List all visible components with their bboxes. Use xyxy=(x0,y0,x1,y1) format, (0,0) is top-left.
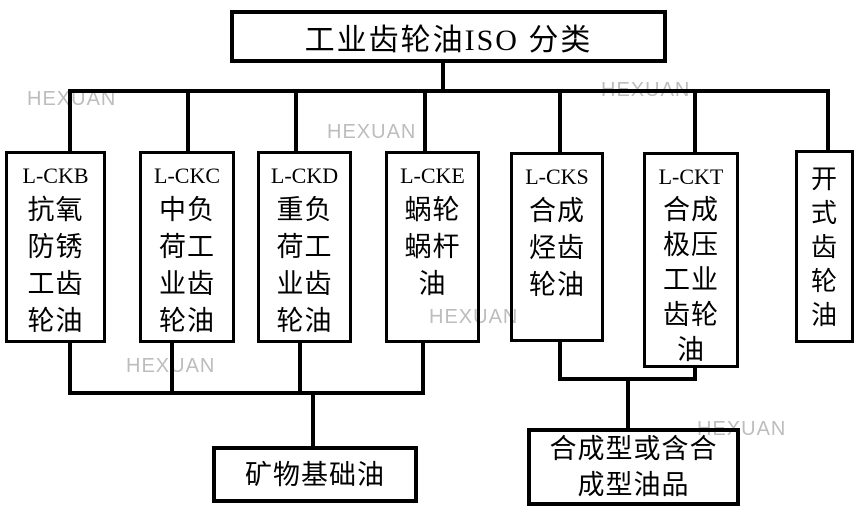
connector-lckc-down xyxy=(170,342,174,395)
node-l-ckb-line: 抗氧 xyxy=(27,195,84,225)
connector-lckb-down xyxy=(68,342,72,395)
connector-mineral-bus xyxy=(68,391,425,395)
node-l-ckt-line: 齿轮 xyxy=(663,300,719,330)
node-l-ckt-line: 合成 xyxy=(663,195,719,225)
connector-drop-lcke xyxy=(423,89,427,153)
connector-lcke-down xyxy=(421,342,425,395)
node-l-cks-line: 合成 xyxy=(529,196,585,226)
node-l-ckt-line: 工业 xyxy=(663,265,719,295)
node-synthetic-oil-label-line2: 成型油品 xyxy=(577,470,690,500)
node-open-gear-oil-line: 开 xyxy=(810,165,838,194)
node-l-ckt-line: 极压 xyxy=(663,230,719,260)
connector-lckt-down xyxy=(693,368,697,381)
node-l-cke-line: 油 xyxy=(418,269,447,299)
watermark: HEXUAN xyxy=(327,121,417,143)
connector-lckd-down xyxy=(298,342,302,395)
node-l-cke: L-CKE 蜗轮 蜗杆 油 xyxy=(385,151,480,343)
node-l-ckb-line: 防锈 xyxy=(27,232,84,262)
node-l-cks-code: L-CKS xyxy=(525,164,589,189)
node-open-gear-oil: 开 式 齿 轮 油 xyxy=(795,150,854,343)
node-l-cks-line: 烃齿 xyxy=(529,233,585,263)
connector-top-bus xyxy=(68,89,830,93)
node-l-cke-code: L-CKE xyxy=(400,163,465,188)
connector-drop-lckd xyxy=(294,89,298,153)
node-l-ckd-line: 荷工 xyxy=(276,232,333,262)
node-l-ckd-line: 业齿 xyxy=(276,269,333,299)
node-synthetic-oil-label-line1: 合成型或含合 xyxy=(549,434,718,464)
node-l-ckd-line: 重负 xyxy=(276,195,333,225)
connector-lcks-down xyxy=(558,342,562,381)
node-l-ckb-line: 工齿 xyxy=(27,269,84,299)
connector-drop-open-gear xyxy=(826,89,830,152)
node-l-ckb: L-CKB 抗氧 防锈 工齿 轮油 xyxy=(5,151,106,343)
node-l-cke-line: 蜗杆 xyxy=(404,232,461,262)
node-synthetic-oil: 合成型或含合 成型油品 xyxy=(527,428,740,506)
node-mineral-base-oil: 矿物基础油 xyxy=(212,446,418,503)
connector-drop-lckc xyxy=(186,89,190,153)
connector-synthetic-drop xyxy=(626,377,630,431)
node-l-cks-line: 轮油 xyxy=(529,270,585,300)
node-open-gear-oil-line: 轮 xyxy=(810,267,838,296)
node-l-ckt-line: 油 xyxy=(677,335,705,365)
node-l-ckd-code: L-CKD xyxy=(270,163,339,188)
node-l-ckd: L-CKD 重负 荷工 业齿 轮油 xyxy=(257,151,352,343)
node-l-ckc-line: 荷工 xyxy=(159,232,215,262)
node-l-cks: L-CKS 合成 烃齿 轮油 xyxy=(510,152,604,342)
node-mineral-base-oil-label: 矿物基础油 xyxy=(245,459,385,490)
node-l-ckb-line: 轮油 xyxy=(27,306,84,336)
node-l-ckc-line: 轮油 xyxy=(159,306,215,336)
node-l-ckc: L-CKC 中负 荷工 业齿 轮油 xyxy=(139,151,235,343)
node-l-ckd-line: 轮油 xyxy=(276,306,333,336)
node-l-ckt: L-CKT 合成 极压 工业 齿轮 油 xyxy=(643,152,739,368)
node-l-ckb-code: L-CKB xyxy=(22,163,89,188)
connector-drop-lckt xyxy=(693,89,697,154)
connector-drop-lcks xyxy=(558,89,562,154)
node-open-gear-oil-line: 式 xyxy=(810,199,838,228)
node-l-ckc-code: L-CKC xyxy=(154,163,220,188)
node-l-ckc-line: 业齿 xyxy=(159,269,215,299)
node-l-ckt-code: L-CKT xyxy=(658,164,724,189)
node-l-cke-line: 蜗轮 xyxy=(404,195,461,225)
connector-title-stub xyxy=(441,60,445,92)
diagram-title-box: 工业齿轮油ISO 分类 xyxy=(230,10,667,63)
node-open-gear-oil-line: 齿 xyxy=(810,233,838,262)
node-l-ckc-line: 中负 xyxy=(159,195,215,225)
node-open-gear-oil-line: 油 xyxy=(810,301,838,330)
connector-mineral-drop xyxy=(311,391,315,447)
connector-drop-lckb xyxy=(68,89,72,153)
diagram-title: 工业齿轮油ISO 分类 xyxy=(304,23,593,57)
